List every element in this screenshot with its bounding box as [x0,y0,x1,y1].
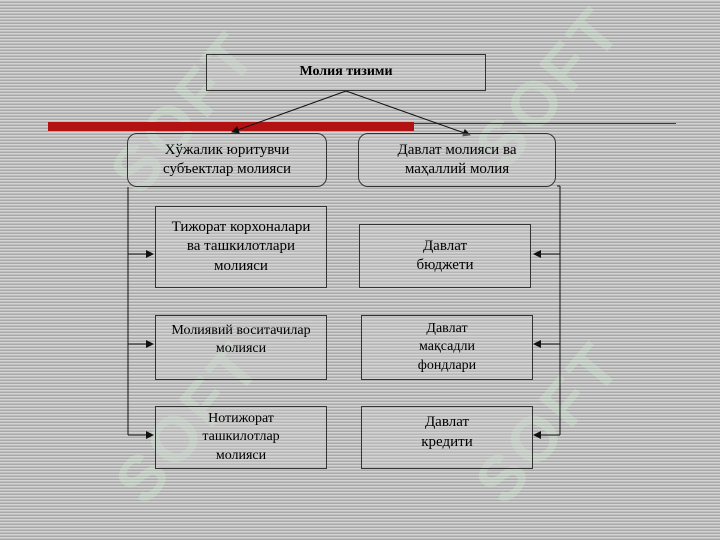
node-state-target-funds: Давлат мақсадли фондлари [361,315,533,380]
node-line: молияси [215,341,267,357]
node-line: ва ташкилотлари [186,238,296,255]
accent-line [414,123,676,124]
node-line: мақсадли [419,339,475,355]
node-left-header-line: Хўжалик юритувчи [164,141,290,158]
node-line: бюджети [416,257,474,273]
node-left-header-line: субъектлар молияси [163,161,291,177]
node-line: кредити [421,433,473,450]
node-line: Нотижорат [208,411,274,427]
node-left-header: Хўжалик юритувчи субъектлар молияси [127,133,327,187]
node-line: молияси [214,257,268,274]
node-line: Давлат [426,321,468,337]
node-line: Тижорат корхоналари [171,218,311,235]
node-state-credit: Давлат кредити [361,406,533,469]
node-right-header-line: Давлат молияси ва [397,141,517,158]
node-right-header-line: маҳаллий молия [404,161,510,177]
node-root: Молия тизими [206,54,486,91]
node-line: Молиявий воситачилар [171,323,311,338]
node-root-line: Молия тизими [299,64,393,80]
node-line: фондлари [417,357,477,373]
node-right-header: Давлат молияси ва маҳаллий молия [358,133,556,187]
node-non-commercial-organizations: Нотижорат ташкилотлар молияси [155,406,327,469]
node-line: молияси [215,447,267,463]
node-financial-intermediaries: Молиявий воситачилар молияси [155,315,327,380]
node-line: ташкилотлар [202,429,280,445]
node-state-budget: Давлат бюджети [359,224,531,288]
node-line: Давлат [422,237,468,254]
node-line: Давлат [424,414,470,430]
accent-bar [48,122,414,131]
node-commercial-enterprises: Тижорат корхоналари ва ташкилотлари моли… [155,206,327,288]
